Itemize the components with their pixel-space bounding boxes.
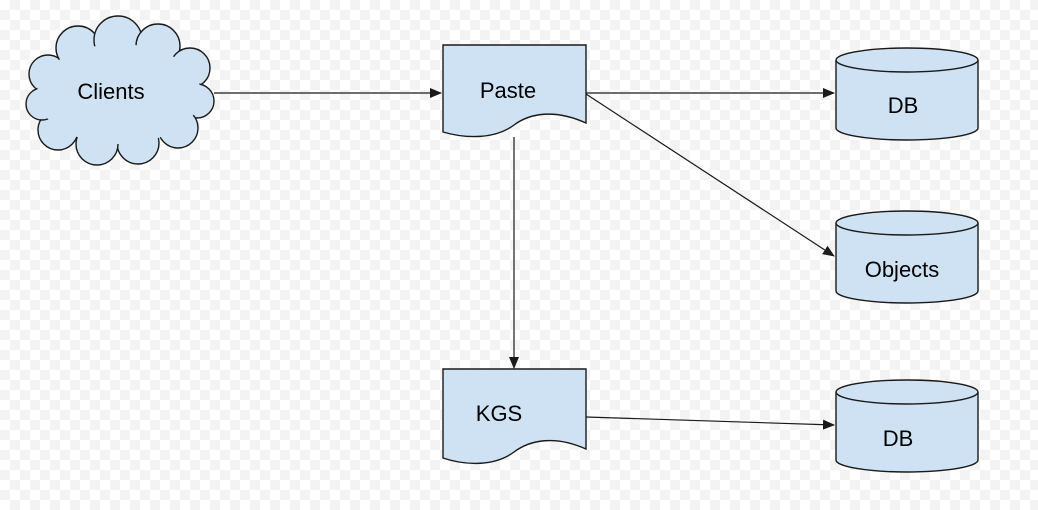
kgs-label: KGS (476, 401, 522, 426)
paste-document-node[interactable]: Paste (442, 44, 587, 138)
clients-label: Clients (77, 79, 144, 104)
db-top-cylinder-node[interactable]: DB (835, 47, 979, 141)
kgs-document-node[interactable]: KGS (442, 368, 587, 465)
db-top-label: DB (888, 93, 919, 118)
edge-kgs-to-db[interactable] (585, 416, 835, 430)
paste-label: Paste (480, 78, 536, 103)
objects-label: Objects (865, 257, 940, 282)
db-bottom-label: DB (883, 426, 914, 451)
db-bottom-cylinder-node[interactable]: DB (835, 379, 979, 473)
edge-paste-to-objects[interactable] (585, 93, 835, 257)
objects-cylinder-node[interactable]: Objects (835, 210, 979, 304)
clients-cloud-node[interactable]: Clients (25, 15, 215, 166)
